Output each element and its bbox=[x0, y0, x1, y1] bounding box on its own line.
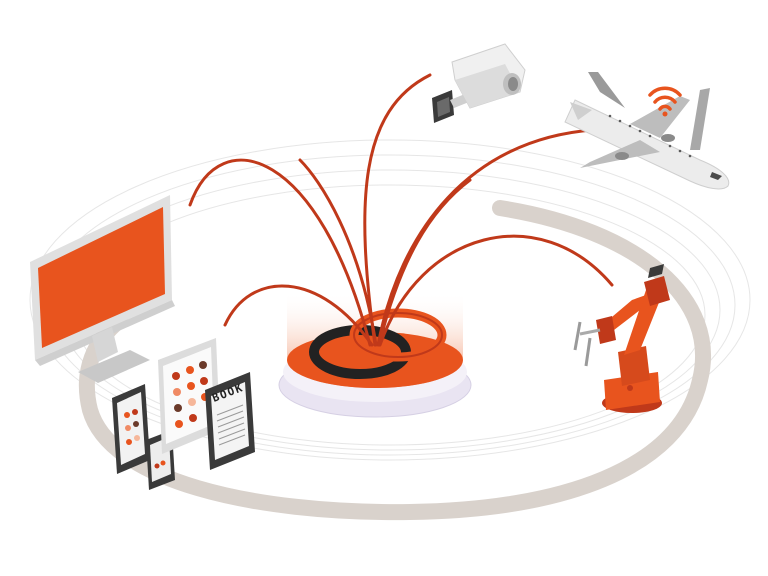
monitor-icon bbox=[30, 195, 175, 383]
connection-lines bbox=[188, 73, 614, 347]
link-robot bbox=[378, 234, 614, 347]
cctv-camera-icon bbox=[432, 43, 526, 123]
link-devices bbox=[223, 284, 374, 347]
smartphone-icon bbox=[112, 384, 150, 474]
orbit-line bbox=[29, 139, 751, 461]
tablet-icon bbox=[158, 338, 220, 454]
link-camera bbox=[363, 73, 432, 347]
wifi-icon bbox=[648, 86, 682, 111]
airplane-icon bbox=[564, 72, 730, 190]
industrial-robot-arm-icon bbox=[573, 264, 670, 413]
ebook-reader-icon: BOOK bbox=[205, 372, 255, 470]
link-inner-right bbox=[377, 178, 472, 347]
link-inner-left bbox=[298, 158, 378, 347]
wifi-dot bbox=[662, 111, 668, 117]
link-monitor bbox=[188, 158, 372, 347]
central-hub bbox=[278, 292, 472, 418]
device-track bbox=[78, 200, 712, 521]
